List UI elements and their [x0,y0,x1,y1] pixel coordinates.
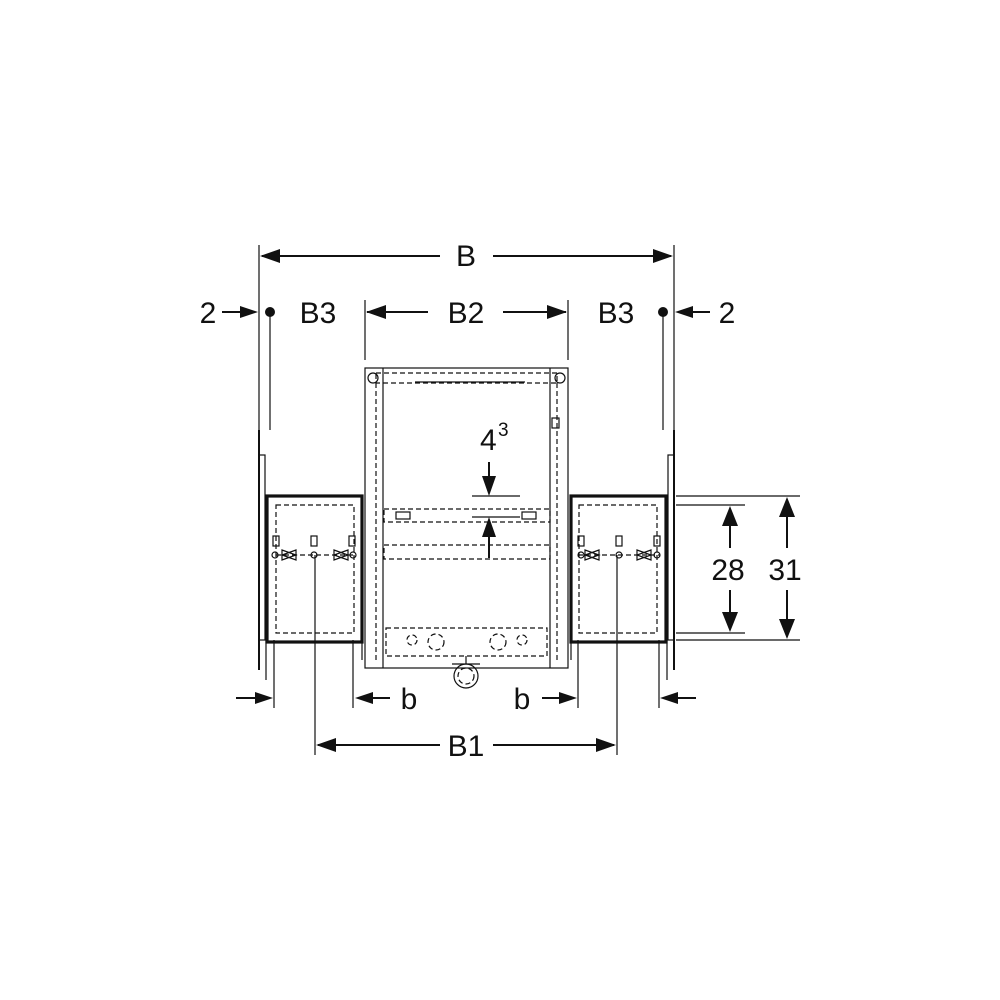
label-offset-right: 2 [719,297,736,330]
label-side-width-left: B3 [300,297,337,330]
dimension-offset-right: 2 [658,297,735,430]
dimension-distance: B1 [316,730,616,763]
dimension-heights: 28 31 [676,495,802,641]
label-height-inner: 28 [711,554,744,587]
label-small-base: 4 [480,424,497,457]
valve-symbols-right [577,535,661,561]
label-side-width-right: B3 [598,297,635,330]
label-small-exponent: 3 [498,420,509,441]
label-gap-left: b [401,683,418,716]
label-offset-left: 2 [200,297,217,330]
valve-symbols-left [271,535,357,561]
dimension-center-width: B2 [364,297,569,360]
dimension-small: 4 3 [472,420,520,558]
dimension-overall-width: B [258,240,675,450]
label-center-width: B2 [448,297,485,330]
dimension-offset-left: 2 [200,297,275,430]
bolt-top-left [367,372,379,384]
right-module [569,430,675,755]
left-module [258,430,364,755]
center-frame [364,367,569,689]
dimension-gap-left: b [236,683,417,716]
label-height-outer: 31 [768,554,801,587]
bolt-top-right [554,372,566,384]
label-overall-width: B [456,240,476,273]
label-distance: B1 [448,730,485,763]
label-gap-right: b [514,683,531,716]
dimension-gap-right: b [514,683,696,716]
